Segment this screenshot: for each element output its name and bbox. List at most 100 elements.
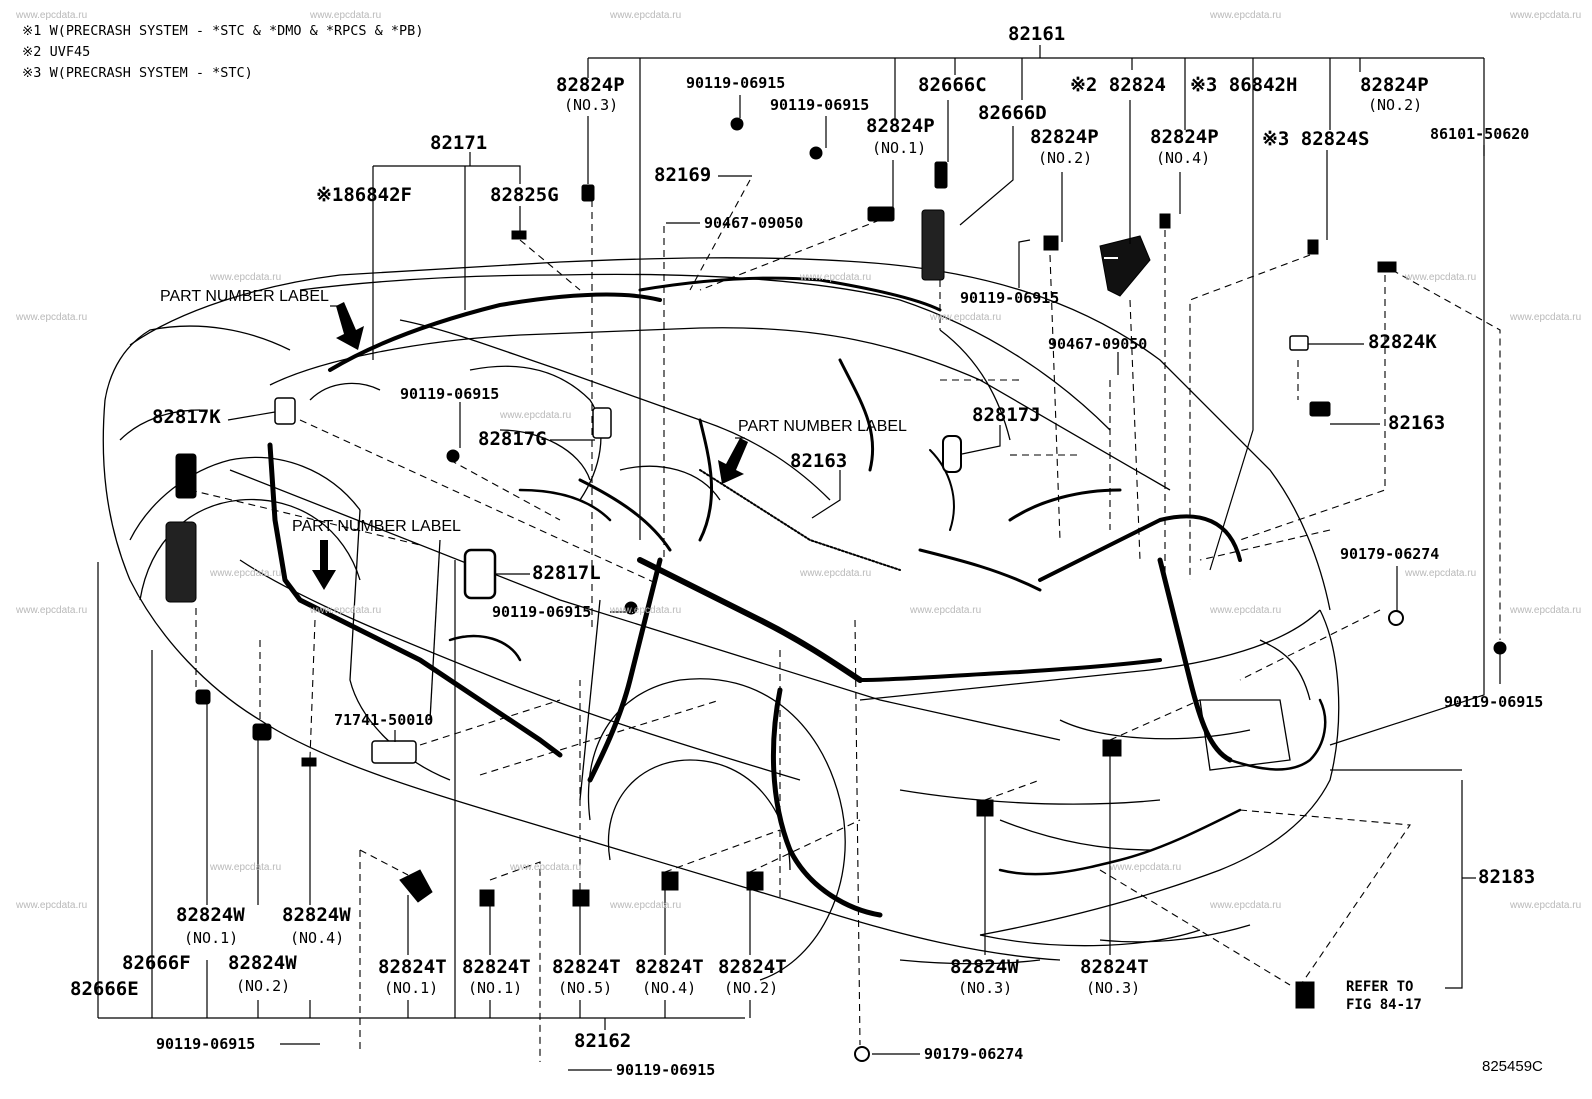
part-label-82824-m2[interactable]: ※2 82824 (1070, 74, 1166, 96)
part-label-82824P-no2-right[interactable]: 82824P (1360, 74, 1429, 96)
part-label-90119-06915[interactable]: 90119-06915 (686, 74, 786, 92)
part-label-82666D[interactable]: 82666D (978, 102, 1047, 124)
leader-lines (97, 45, 1501, 1071)
watermark: www.epcdata.ru (210, 568, 282, 579)
connector-parts (165, 117, 1507, 1062)
part-label-82824W-no1[interactable]: 82824W (176, 904, 245, 926)
watermark: www.epcdata.ru (610, 605, 682, 616)
part-label-82824P-no2-mid[interactable]: 82824P (1030, 126, 1099, 148)
watermark: www.epcdata.ru (310, 10, 382, 21)
watermark: www.epcdata.ru (310, 605, 382, 616)
dashed-leader-lines (189, 179, 1501, 1062)
part-label-90119-06915[interactable]: 90119-06915 (960, 289, 1060, 307)
watermark: www.epcdata.ru (1510, 900, 1582, 911)
part-label-90179-06274[interactable]: 90179-06274 (1340, 545, 1440, 563)
part-number-label-arrows (312, 302, 748, 590)
watermark: www.epcdata.ru (210, 862, 282, 873)
part-label-82824T-no2[interactable]: 82824T (718, 956, 787, 978)
part-label-90119-06915[interactable]: 90119-06915 (616, 1061, 716, 1079)
part-label-90467-09050[interactable]: 90467-09050 (704, 214, 804, 232)
part-sub-no1: (NO.1) (468, 979, 523, 997)
part-label-82161[interactable]: 82161 (1008, 23, 1066, 45)
watermark: www.epcdata.ru (210, 272, 282, 283)
part-number-label-text: PART NUMBER LABEL (738, 418, 907, 435)
watermark: www.epcdata.ru (610, 10, 682, 21)
part-label-90119-06915[interactable]: 90119-06915 (1444, 693, 1544, 711)
refer-to-figure-note[interactable]: REFER TO FIG 84-17 (1346, 979, 1422, 1013)
part-label-86101-50620[interactable]: 86101-50620 (1430, 125, 1530, 143)
part-label-82824T-no4[interactable]: 82824T (635, 956, 704, 978)
watermark: www.epcdata.ru (1405, 568, 1477, 579)
part-label-82666F[interactable]: 82666F (122, 952, 191, 974)
part-label-82163[interactable]: 82163 (790, 450, 848, 472)
part-label-82824T-no5[interactable]: 82824T (552, 956, 621, 978)
part-label-82183[interactable]: 82183 (1478, 866, 1536, 888)
part-number-label-leaders (330, 305, 745, 439)
figure-code: 825459C (1482, 1058, 1543, 1075)
part-label-82817J[interactable]: 82817J (972, 404, 1041, 426)
watermark: www.epcdata.ru (1210, 10, 1282, 21)
watermark: www.epcdata.ru (1110, 862, 1182, 873)
watermark: www.epcdata.ru (16, 605, 88, 616)
part-label-82666E[interactable]: 82666E (70, 978, 139, 1000)
part-label-82824S-m3[interactable]: ※3 82824S (1262, 128, 1370, 150)
part-label-82817L[interactable]: 82817L (532, 562, 601, 584)
part-label-82824W-no2[interactable]: 82824W (228, 952, 297, 974)
part-label-90119-06915[interactable]: 90119-06915 (492, 603, 592, 621)
wire-harness (267, 276, 1327, 918)
part-label-82825G[interactable]: 82825G (490, 184, 559, 206)
part-sub-no1: (NO.1) (184, 929, 239, 947)
note-3: ※3 W(PRECRASH SYSTEM - *STC) (22, 65, 253, 81)
part-label-82162[interactable]: 82162 (574, 1030, 632, 1052)
part-label-82824W-no4[interactable]: 82824W (282, 904, 351, 926)
part-label-90179-06274[interactable]: 90179-06274 (924, 1045, 1024, 1063)
part-label-82824P-no4[interactable]: 82824P (1150, 126, 1219, 148)
part-label-86842F-m1[interactable]: ※186842F (316, 184, 412, 206)
part-label-82824T-no1-b[interactable]: 82824T (462, 956, 531, 978)
part-sub-no5: (NO.5) (558, 979, 613, 997)
part-label-86842H-m3[interactable]: ※3 86842H (1190, 74, 1298, 96)
part-label-71741-50010[interactable]: 71741-50010 (334, 711, 434, 729)
part-label-90119-06915[interactable]: 90119-06915 (770, 96, 870, 114)
part-sub-no2: (NO.2) (236, 977, 291, 995)
car-body-outline (102, 257, 1340, 981)
note-2: ※2 UVF45 (22, 44, 91, 60)
part-label-82817G[interactable]: 82817G (478, 428, 547, 450)
watermark: www.epcdata.ru (610, 900, 682, 911)
watermark: www.epcdata.ru (1510, 312, 1582, 323)
part-label-82824P-no1[interactable]: 82824P (866, 115, 935, 137)
part-sub-no4: (NO.4) (1156, 149, 1211, 167)
part-label-90119-06915[interactable]: 90119-06915 (156, 1035, 256, 1053)
part-sub-no2: (NO.2) (1038, 149, 1093, 167)
part-label-82824P-no3[interactable]: 82824P (556, 74, 625, 96)
part-sub-no3: (NO.3) (564, 96, 619, 114)
watermark: www.epcdata.ru (1405, 272, 1477, 283)
watermark: www.epcdata.ru (800, 272, 872, 283)
part-label-82817K[interactable]: 82817K (152, 406, 221, 428)
part-label-82666C[interactable]: 82666C (918, 74, 987, 96)
watermark: www.epcdata.ru (16, 900, 88, 911)
part-sub-no2: (NO.2) (724, 979, 779, 997)
part-label-82171[interactable]: 82171 (430, 132, 488, 154)
note-1: ※1 W(PRECRASH SYSTEM - *STC & *DMO & *RP… (22, 23, 424, 39)
watermark: www.epcdata.ru (16, 312, 88, 323)
part-number-label-text: PART NUMBER LABEL (292, 518, 461, 535)
watermark: www.epcdata.ru (1510, 605, 1582, 616)
part-label-90119-06915[interactable]: 90119-06915 (400, 385, 500, 403)
part-label-82824K[interactable]: 82824K (1368, 331, 1437, 353)
part-label-90467-09050[interactable]: 90467-09050 (1048, 335, 1148, 353)
part-sub-no4: (NO.4) (642, 979, 697, 997)
part-sub-no4: (NO.4) (290, 929, 345, 947)
part-label-82824T-no3[interactable]: 82824T (1080, 956, 1149, 978)
part-label-82824T-no1-a[interactable]: 82824T (378, 956, 447, 978)
part-label-82824W-no3[interactable]: 82824W (950, 956, 1019, 978)
watermark: www.epcdata.ru (1210, 900, 1282, 911)
watermark: www.epcdata.ru (16, 10, 88, 21)
part-number-label-text: PART NUMBER LABEL (160, 288, 329, 305)
watermark: www.epcdata.ru (930, 312, 1002, 323)
watermark: www.epcdata.ru (510, 862, 582, 873)
watermark: www.epcdata.ru (1510, 10, 1582, 21)
part-label-82169[interactable]: 82169 (654, 164, 712, 186)
part-label-82163[interactable]: 82163 (1388, 412, 1446, 434)
